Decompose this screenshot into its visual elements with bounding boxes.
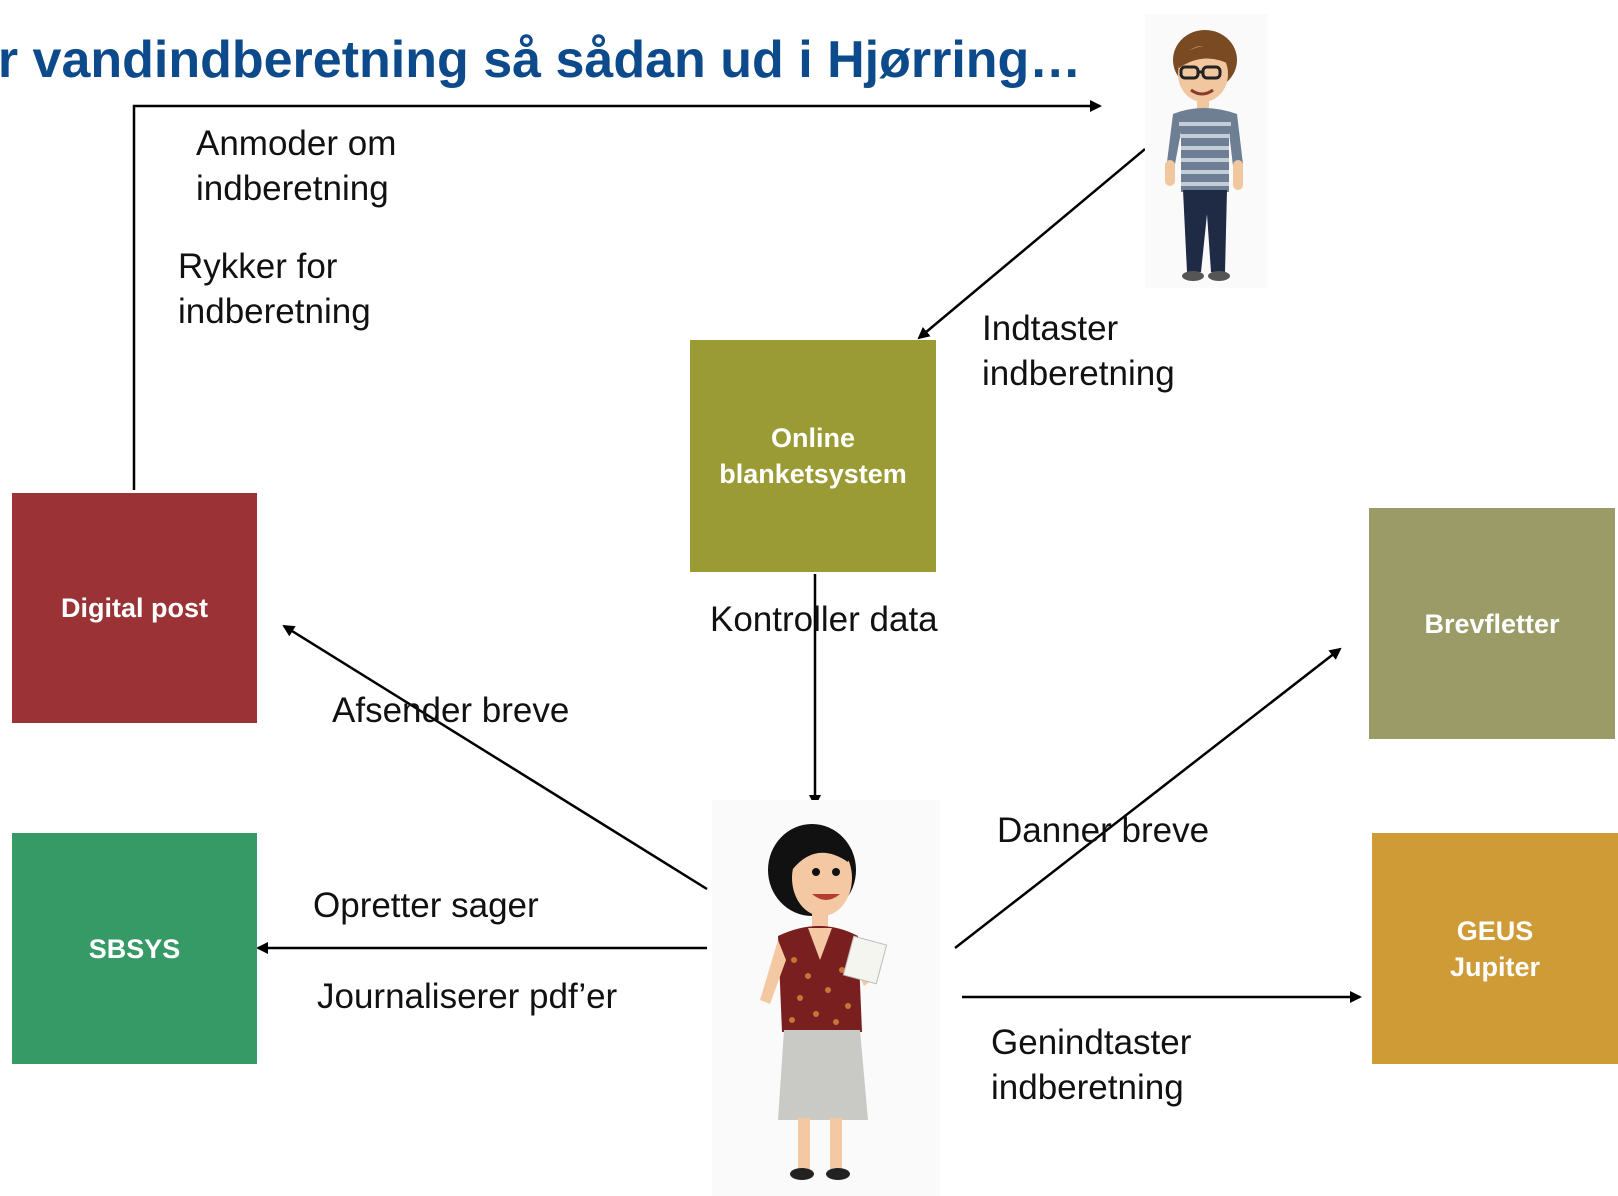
digital-post-label: Digital post: [61, 593, 208, 623]
label-danner: Danner breve: [997, 811, 1210, 850]
man-with-glasses-figure: [1145, 14, 1267, 288]
brevfletter-box: Brevfletter: [1369, 508, 1615, 739]
online-blanketsystem-label: Online blanketsystem: [719, 423, 907, 489]
arrow-request: [132, 100, 1102, 490]
digital-post-box: Digital post: [12, 493, 257, 723]
geus-jupiter-box: GEUS Jupiter: [1372, 833, 1618, 1064]
label-rykker: Rykker for indberetning: [178, 247, 371, 331]
page-title: ker vandindberetning så sådan ud i Hjørr…: [0, 31, 1082, 89]
label-indtaster: Indtaster indberetning: [982, 309, 1175, 393]
sbsys-label: SBSYS: [88, 933, 181, 964]
sbsys-box: SBSYS: [12, 833, 257, 1064]
label-opretter: Opretter sager: [313, 886, 539, 925]
brevfletter-label: Brevfletter: [1424, 608, 1560, 639]
label-afsender: Afsender breve: [332, 691, 570, 730]
label-journaliserer: Journaliserer pdf’er: [317, 977, 618, 1016]
online-blanketsystem-box: Online blanketsystem: [690, 340, 936, 572]
arrow-enter: [917, 148, 1146, 340]
label-anmoder: Anmoder om indberetning: [196, 124, 397, 208]
geus-jupiter-label: GEUS Jupiter: [1449, 915, 1541, 982]
label-genindtaster: Genindtaster indberetning: [991, 1023, 1192, 1107]
arrow-make-letters: [954, 647, 1342, 949]
woman-caseworker-figure: [712, 800, 940, 1196]
label-kontroller: Kontroller data: [710, 600, 938, 639]
arrow-send-letters: [282, 624, 708, 891]
